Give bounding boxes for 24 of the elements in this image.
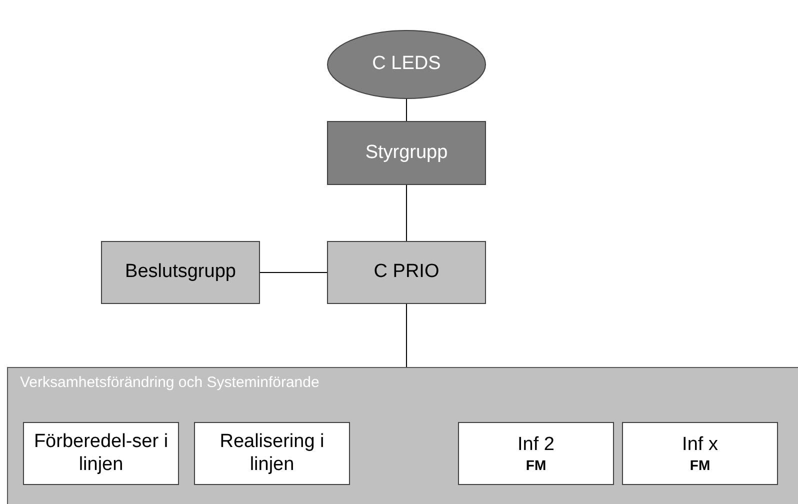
- node-label: Styrgrupp: [364, 142, 449, 164]
- node-label: Realisering i linjen: [218, 430, 326, 476]
- process-box: [327, 121, 486, 185]
- process-box: [23, 422, 179, 485]
- node-subtitle: FM: [524, 456, 548, 474]
- process-box: [622, 422, 778, 485]
- node-label: C PRIO: [372, 261, 440, 284]
- process-box: [458, 422, 614, 485]
- panel-title: Verksamhetsförändring och Systeminförande: [19, 374, 320, 392]
- connector-line: [406, 184, 407, 242]
- connector-line: [406, 304, 407, 368]
- process-box: [101, 241, 260, 304]
- ellipse-node: [327, 30, 486, 99]
- node-label: Beslutsgrupp: [124, 261, 237, 284]
- node-label: Inf 2: [516, 434, 556, 456]
- process-box: [327, 241, 486, 304]
- node-subtitle: FM: [688, 456, 712, 474]
- node-label: Inf x: [681, 434, 719, 456]
- connector-line: [260, 272, 328, 273]
- node-label: Förberedel-ser i linjen: [32, 430, 170, 476]
- node-label: C LEDS: [371, 53, 442, 76]
- connector-line: [406, 98, 407, 122]
- group-panel: [7, 367, 798, 504]
- process-box: [194, 422, 350, 485]
